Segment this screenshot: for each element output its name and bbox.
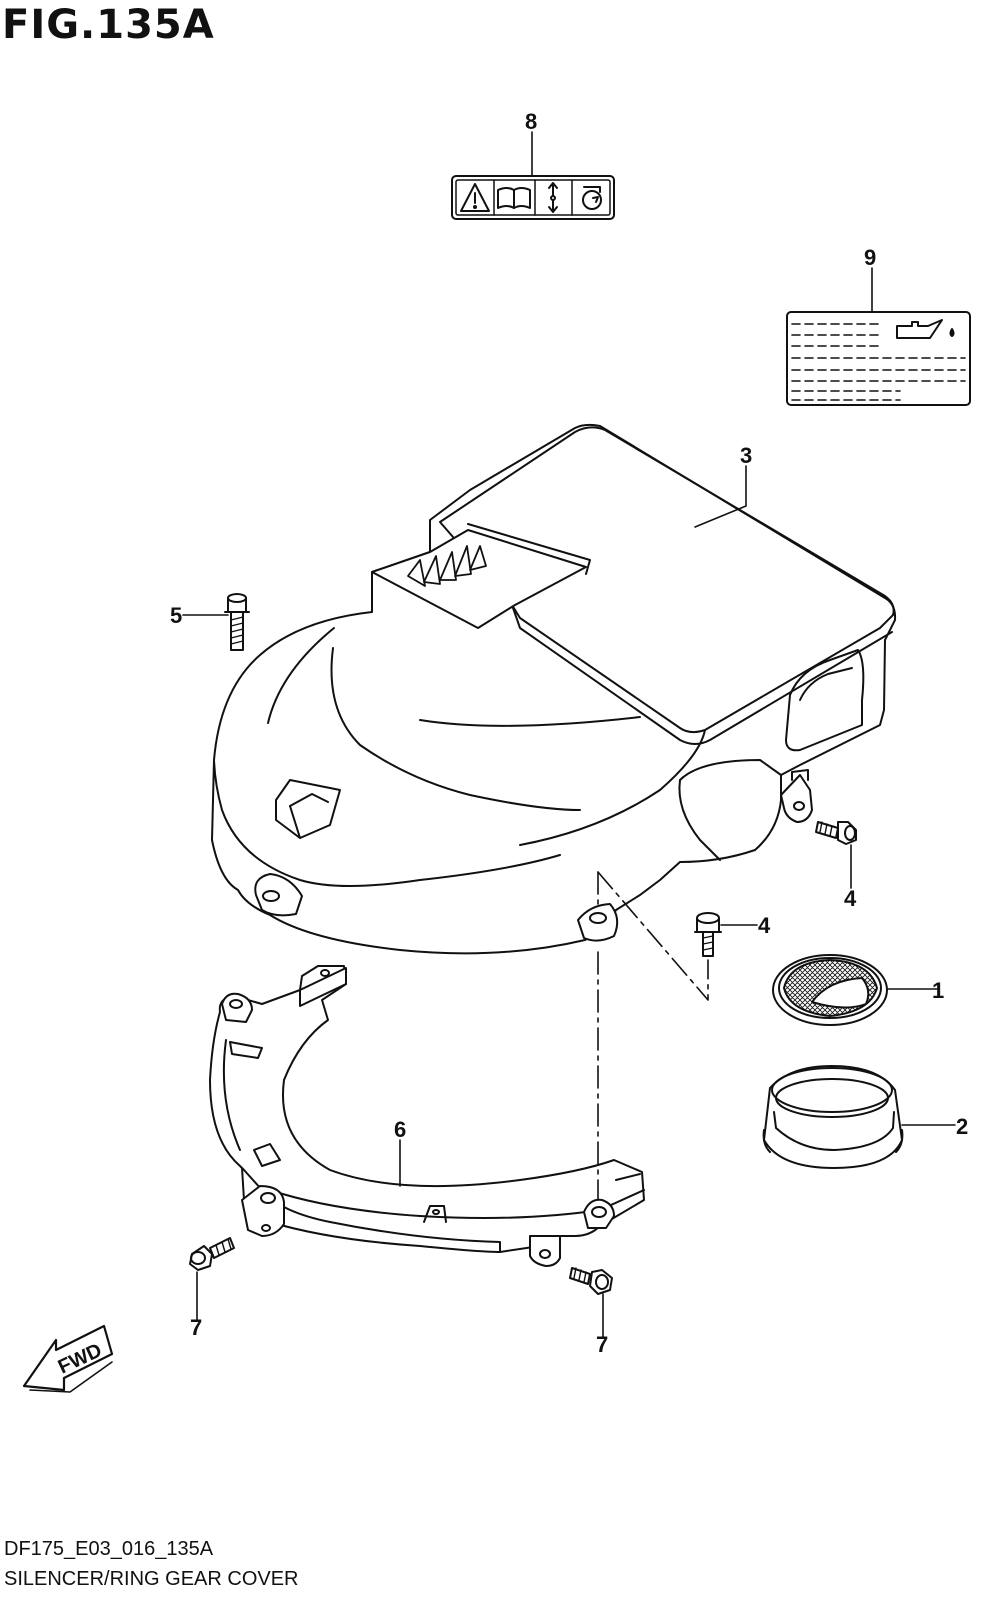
- part-5-bolt[interactable]: [224, 593, 250, 651]
- part-4-bolt-middle[interactable]: [694, 912, 722, 957]
- figure-caption: SILENCER/RING GEAR COVER: [4, 1568, 299, 1590]
- part-8-warning-decal[interactable]: [451, 175, 615, 220]
- vent-slots: [407, 545, 487, 587]
- part-7-bolt-right[interactable]: [569, 1267, 613, 1295]
- part-6-ring-gear-cover[interactable]: [209, 965, 645, 1267]
- callout-5: 5: [170, 603, 182, 628]
- callout-9: 9: [864, 245, 876, 270]
- callout-4-upper: 4: [844, 886, 857, 911]
- callout-7-right: 7: [596, 1332, 608, 1357]
- callout-4-middle: 4: [758, 913, 771, 938]
- up-down-arrow-icon: [548, 182, 558, 213]
- fwd-arrow-icon: FWD: [22, 1324, 114, 1393]
- callout-7-left: 7: [190, 1315, 202, 1340]
- part-2-ring-sleeve[interactable]: [762, 1065, 904, 1169]
- callout-2: 2: [956, 1114, 968, 1139]
- part-1-mesh-screen[interactable]: [772, 954, 888, 1026]
- rotation-icon: [582, 186, 602, 210]
- assembly-dash-lines: [597, 871, 709, 1201]
- part-7-bolt-left[interactable]: [189, 1237, 235, 1271]
- callout-6: 6: [394, 1117, 406, 1142]
- part-9-oil-label[interactable]: [786, 311, 971, 406]
- leader-lines: [182, 131, 956, 1338]
- callout-8: 8: [525, 109, 537, 134]
- warning-triangle-icon: [460, 183, 490, 212]
- part-4-bolt-upper[interactable]: [815, 821, 857, 845]
- part-3-silencer-cover[interactable]: [211, 423, 897, 955]
- oil-can-icon: [896, 319, 955, 339]
- manual-book-icon: [497, 187, 531, 209]
- callout-numbers: 1 2 3 4 4 5 6 7 7 8 9: [170, 109, 968, 1357]
- callout-1: 1: [932, 978, 944, 1003]
- figure-title: FIG.135A: [2, 2, 215, 48]
- drawing-code: DF175_E03_016_135A: [4, 1538, 214, 1560]
- callout-3: 3: [740, 443, 752, 468]
